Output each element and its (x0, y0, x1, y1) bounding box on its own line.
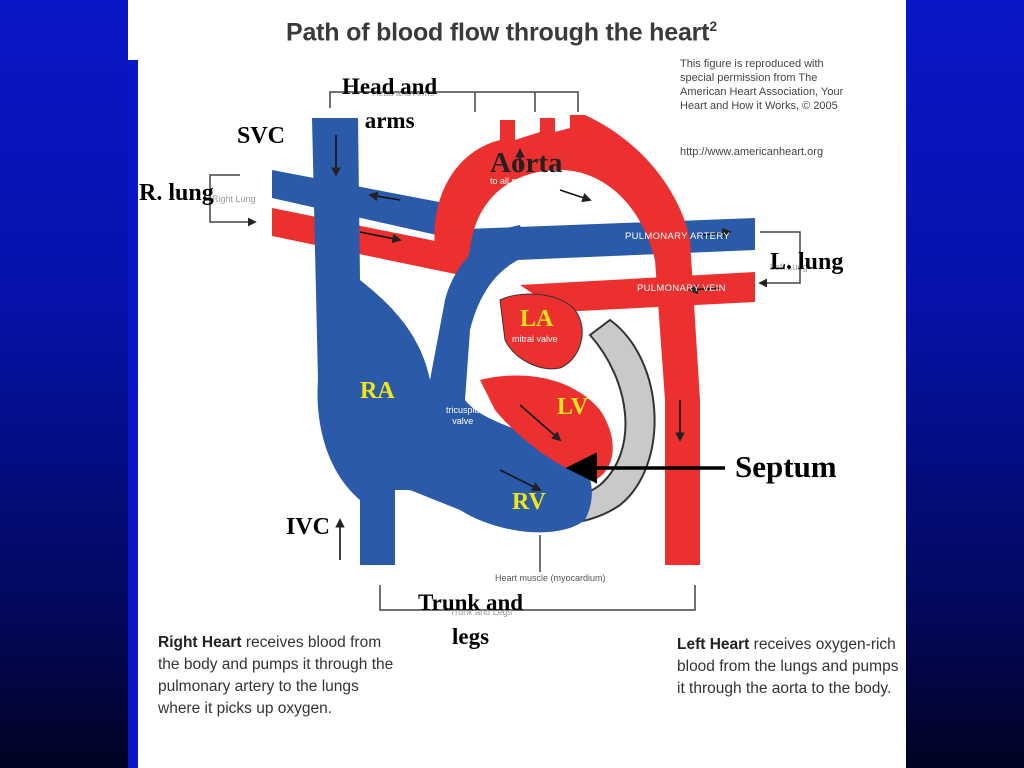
left-heart-text: receives oxygen-rich blood from the lung… (677, 636, 899, 697)
head-arms-line (329, 91, 579, 112)
head-arms-faint: Head and Arms (372, 88, 435, 98)
right-heart-text: receives blood from the body and pumps i… (158, 634, 394, 717)
left-heart-bold: Left Heart (677, 636, 750, 653)
trunk-legs-faint: Trunk and Legs (450, 607, 513, 617)
mitral-valve-label: mitral valve (512, 334, 558, 344)
head-arms-label: Head and arms (342, 74, 438, 133)
title-text: Path of blood flow through the heart (286, 18, 710, 47)
pulmonary-vein-label: PULMONARY VEIN (637, 283, 726, 294)
credit-text: This figure is reproduced with special p… (680, 58, 844, 112)
l-lung-faint: Left Lung (770, 262, 808, 272)
credit-url: http://www.americanheart.org (680, 146, 824, 158)
title-footnote: 2 (709, 18, 717, 34)
right-heart-caption: Right Heart receives blood from the body… (158, 632, 398, 720)
ivc-label: IVC (286, 514, 331, 540)
l-lung-label: L. lung (770, 249, 844, 275)
trunk-legs-line (379, 585, 696, 611)
figure-title: Path of blood flow through the heart2 (286, 18, 717, 47)
panel-notch (128, 60, 138, 768)
flow-arrows (331, 135, 732, 560)
tricuspid-valve-label: tricuspid valve (446, 405, 480, 426)
r-lung-label: R. lung (139, 180, 214, 206)
l-lung-line (758, 231, 801, 288)
svc-label: SVC (237, 123, 286, 149)
circulation-lines (209, 91, 801, 611)
septum-label: Septum (735, 449, 837, 484)
heart-muscle-label: Heart muscle (myocardium) (495, 573, 606, 583)
lv-label: LV (557, 394, 589, 420)
pulmonary-vein-shape (520, 272, 755, 312)
aorta-label: Aorta (490, 147, 563, 179)
rv-label: RV (512, 489, 546, 515)
right-heart-bold: Right Heart (158, 634, 242, 651)
la-shape (499, 293, 583, 370)
aorta-shape (434, 115, 700, 565)
r-lung-faint: Right Lung (212, 194, 256, 204)
la-label: LA (520, 306, 554, 332)
aortic-valve-label: aortic valve (490, 364, 536, 374)
r-lung-line (209, 174, 257, 227)
pulmonary-artery-label: PULMONARY ARTERY (625, 231, 730, 242)
aorta-sublabel: to all parts of body (490, 176, 564, 186)
ra-label: RA (360, 378, 395, 404)
trunk-legs-label: Trunk and legs (418, 590, 524, 649)
svc-ivc-ra-shape (312, 118, 592, 565)
left-heart-caption: Left Heart receives oxygen-rich blood fr… (677, 634, 899, 700)
